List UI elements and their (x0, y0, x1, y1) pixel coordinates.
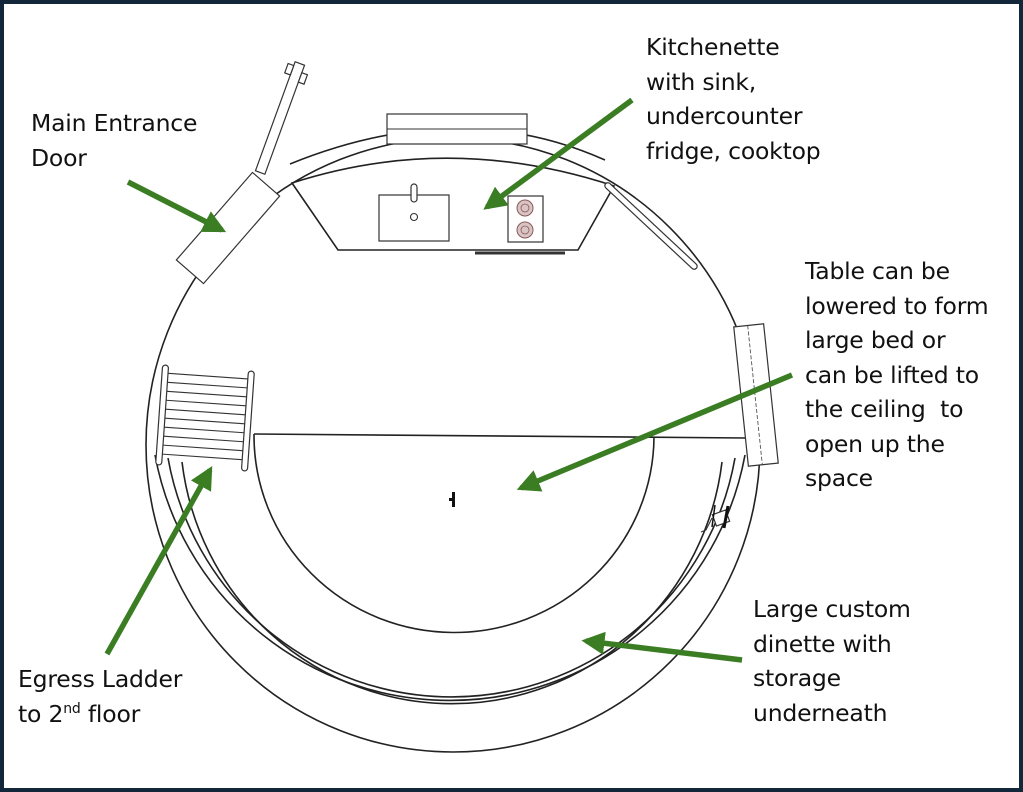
entrance-door-leaf (254, 61, 306, 175)
sink-icon (378, 194, 450, 242)
faucet-icon (410, 183, 418, 203)
arrow-egress-ladder (104, 465, 213, 656)
drain-icon (409, 212, 419, 222)
dinette-bench (154, 454, 746, 705)
ladder-rail (155, 364, 169, 466)
ladder-rail (241, 370, 255, 472)
entrance-door (175, 61, 309, 285)
label-egress-ladder: Egress Ladder to 2nd floor (18, 665, 183, 728)
window-icon (604, 182, 698, 270)
label-main-entrance: Main Entrance Door (31, 109, 198, 172)
arrow-main-entrance (126, 179, 227, 233)
table (253, 433, 746, 634)
egress-ladder-icon (155, 364, 255, 472)
dinette-outer-arc (154, 454, 746, 702)
arrow-dinette (581, 631, 743, 663)
burner-icon (516, 221, 534, 239)
entrance-door-frame (175, 171, 281, 285)
table-straight-edge (253, 433, 746, 439)
counter-outline (290, 157, 616, 251)
dinette-inner-arc (181, 461, 723, 705)
arrow-kitchenette (483, 97, 634, 210)
label-dinette: Large custom dinette with storage undern… (753, 595, 911, 727)
table-pedestal-icon (452, 492, 455, 507)
label-table: Table can be lowered to form large bed o… (805, 257, 989, 492)
kitchen-counter (290, 113, 616, 255)
table-arc-edge (253, 433, 655, 634)
wall-crank-icon (700, 504, 731, 533)
annotation-arrows (104, 97, 794, 663)
label-kitchenette: Kitchenette with sink, undercounter frid… (646, 33, 821, 165)
burner-icon (516, 199, 534, 217)
dinette-middle-arc (167, 457, 736, 698)
arrow-table (516, 372, 794, 492)
door-handle-icon (283, 62, 295, 76)
